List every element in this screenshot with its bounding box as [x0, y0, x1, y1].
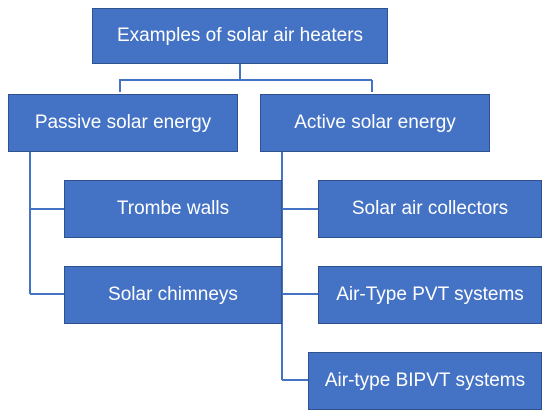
air-type-pvt-label: Air-Type PVT systems — [336, 284, 524, 305]
solar-air-collectors-label: Solar air collectors — [351, 198, 509, 219]
title-label: Examples of solar air heaters — [116, 25, 364, 46]
air-type-pvt-box: Air-Type PVT systems — [318, 266, 542, 324]
passive-solar-box: Passive solar energy — [8, 94, 238, 152]
solar-chimneys-box: Solar chimneys — [64, 266, 282, 324]
air-type-bipvt-label: Air-type BIPVT systems — [324, 370, 526, 391]
connector-root — [119, 64, 241, 92]
air-type-bipvt-box: Air-type BIPVT systems — [308, 352, 542, 410]
active-solar-box: Active solar energy — [260, 94, 490, 152]
trombe-walls-label: Trombe walls — [116, 198, 230, 219]
solar-air-collectors-box: Solar air collectors — [318, 180, 542, 238]
active-solar-label: Active solar energy — [294, 112, 456, 133]
title-box: Examples of solar air heaters — [92, 8, 388, 64]
passive-solar-label: Passive solar energy — [34, 112, 212, 133]
trombe-walls-box: Trombe walls — [64, 180, 282, 238]
solar-chimneys-label: Solar chimneys — [108, 284, 238, 305]
